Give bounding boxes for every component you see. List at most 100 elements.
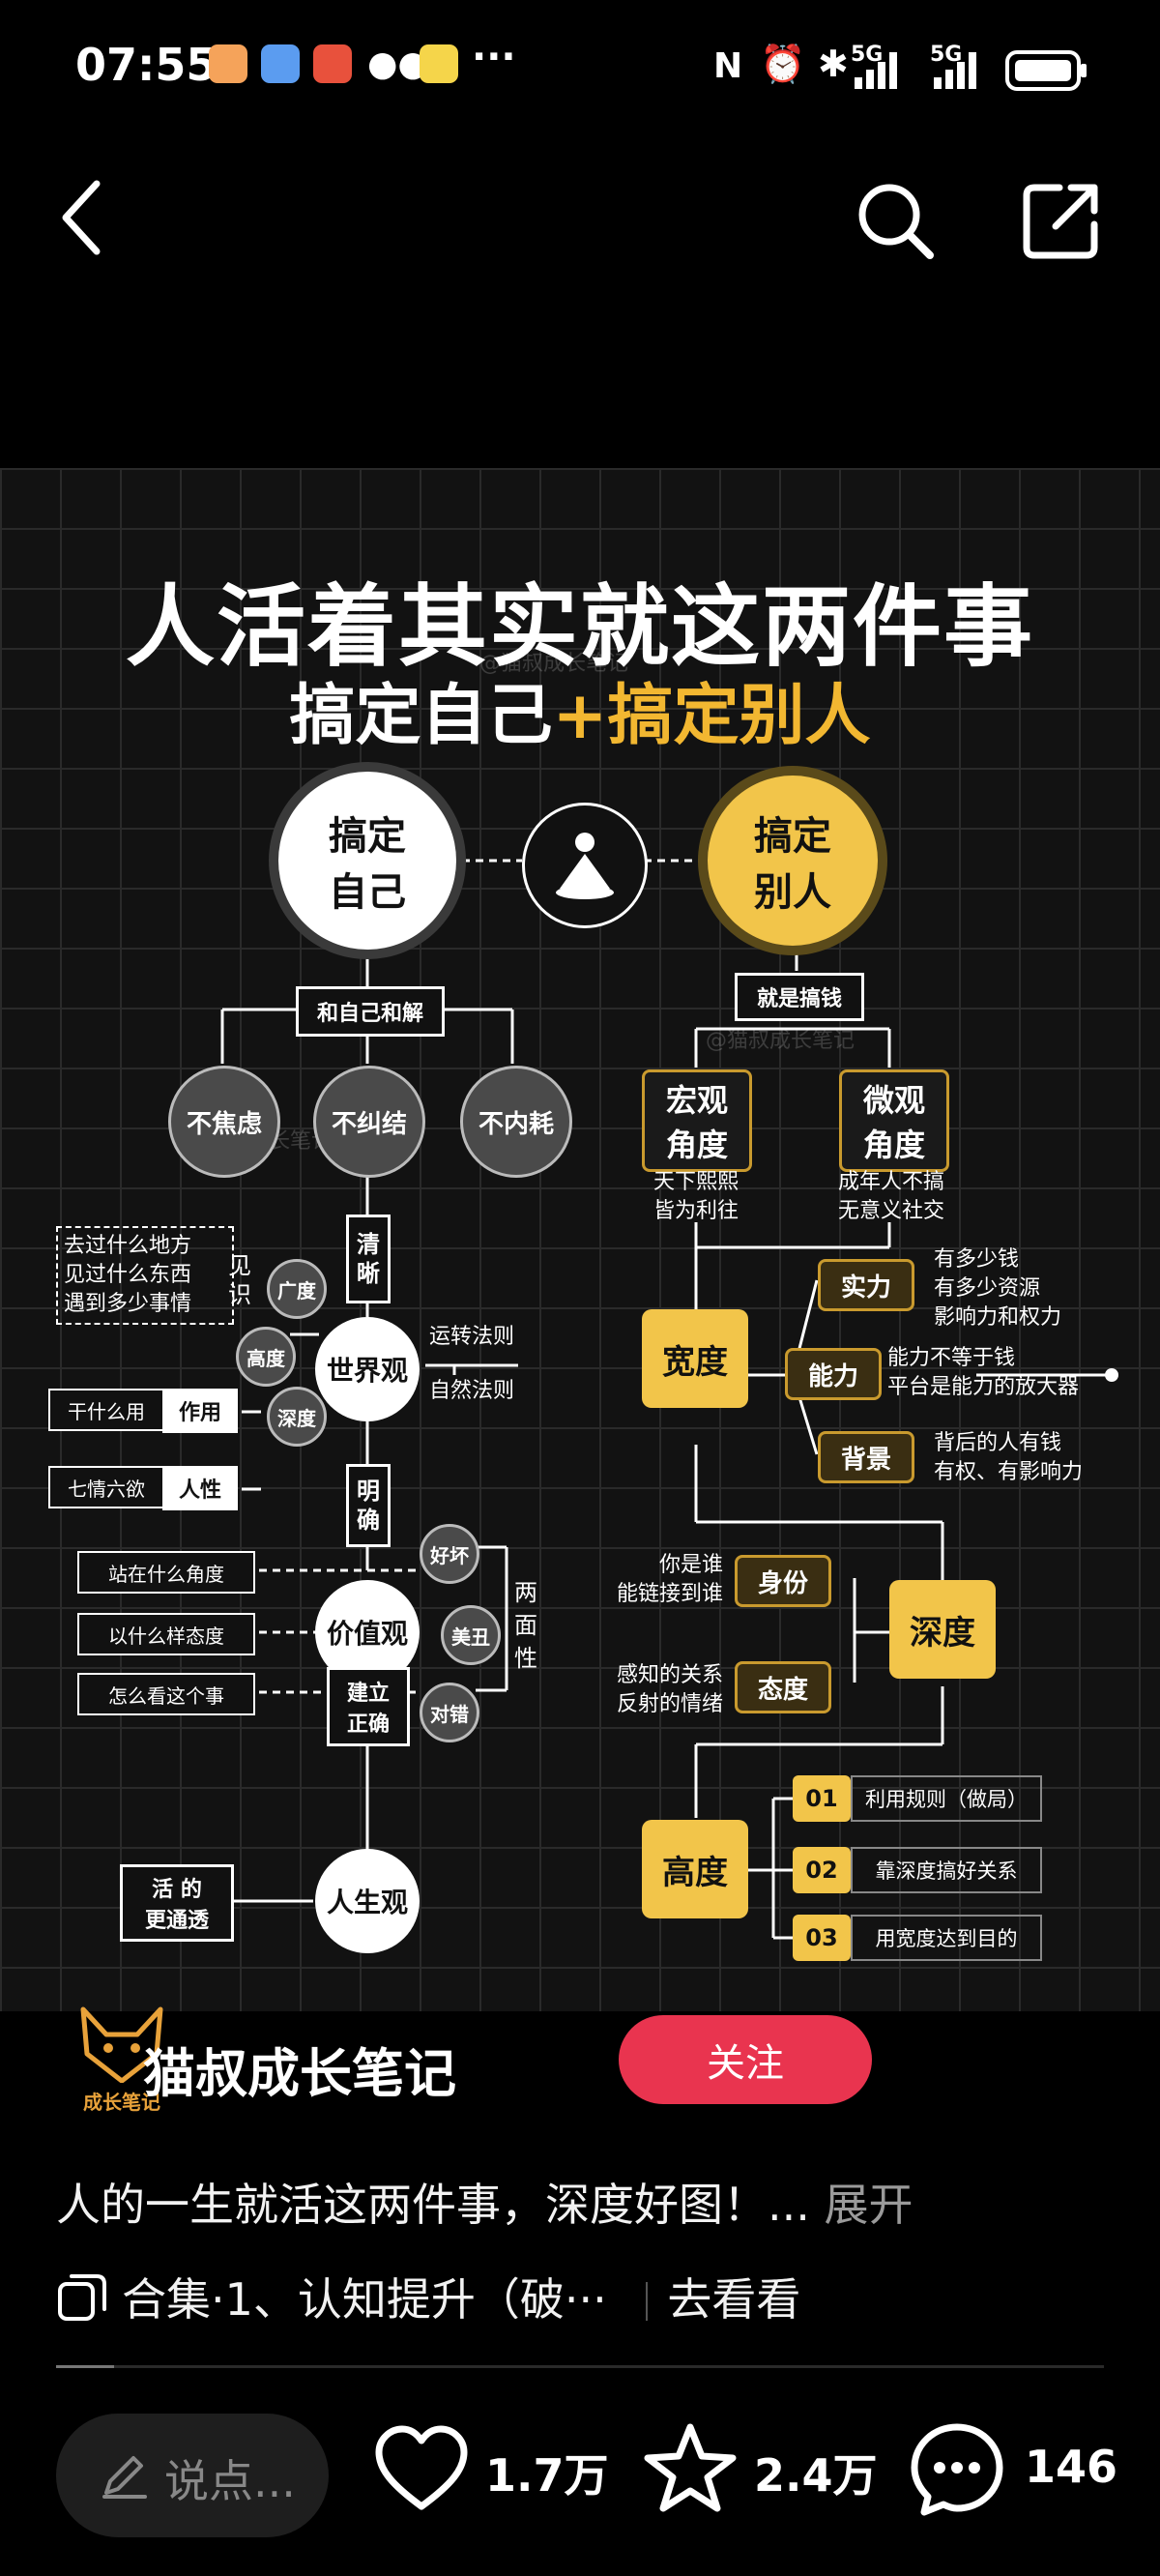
comment-count: 146 bbox=[1025, 2441, 1118, 2493]
clear-label: 清 晰 bbox=[346, 1215, 391, 1303]
strength-desc: 有多少钱 有多少资源 影响力和权力 bbox=[934, 1247, 1062, 1330]
status-bar: 07:55 ●● ··· N ⏰ ✱ 5G 5G bbox=[0, 0, 1160, 135]
node-beauty-ugly: 美丑 bbox=[441, 1605, 501, 1665]
emotions-box: 七情六欲 bbox=[48, 1466, 164, 1508]
comment-button[interactable] bbox=[909, 2421, 1005, 2522]
attitude-desc: 感知的关系 反射的情绪 bbox=[616, 1663, 723, 1716]
collection-text: 合集·1、认知提升（破··· bbox=[122, 2273, 607, 2326]
wechat-icon: ●● bbox=[367, 44, 428, 84]
comment-placeholder: 说点... bbox=[164, 2455, 296, 2507]
share-button[interactable] bbox=[1021, 180, 1102, 261]
heart-icon bbox=[375, 2425, 468, 2510]
favorite-count: 2.4万 bbox=[754, 2449, 878, 2502]
human-nature-box: 人性 bbox=[162, 1466, 238, 1510]
reconcile-box: 和自己和解 bbox=[296, 986, 445, 1037]
identity-desc: 你是谁 能链接到谁 bbox=[616, 1553, 723, 1606]
collection-row[interactable]: 合集·1、认知提升（破··· 去看看 bbox=[56, 2265, 800, 2328]
network-label-1: 5G bbox=[851, 43, 884, 67]
go-see-link[interactable]: 去看看 bbox=[667, 2273, 801, 2326]
comment-input[interactable]: 说点... bbox=[56, 2414, 329, 2537]
collection-icon bbox=[58, 2274, 106, 2321]
favorite-button[interactable] bbox=[642, 2421, 739, 2518]
logo-caption: 成长笔记 bbox=[83, 2091, 160, 2114]
cat-logo-icon bbox=[80, 2006, 163, 2084]
natural-rule-label: 自然法则 bbox=[429, 1379, 515, 1403]
post-description[interactable]: 人的一生就活这两件事，深度好图！... 展开 bbox=[56, 2170, 914, 2234]
scroll-indicator bbox=[56, 2365, 114, 2368]
worldview-circle: 世界观 bbox=[315, 1317, 420, 1421]
macro-desc: 天下熙熙 皆为利往 bbox=[652, 1170, 739, 1223]
view-box: 怎么看这个事 bbox=[77, 1673, 255, 1715]
height-item-1-num: 01 bbox=[793, 1775, 851, 1822]
operation-rule-label: 运转法则 bbox=[429, 1325, 515, 1349]
browser-notification-icon bbox=[261, 44, 300, 83]
more-notifications-icon: ··· bbox=[472, 35, 516, 79]
author-avatar[interactable]: 成长笔记 bbox=[72, 2005, 172, 2114]
clarify-label: 明 确 bbox=[346, 1464, 391, 1547]
height-item-1-text: 利用规则（做局） bbox=[851, 1775, 1042, 1822]
node-right-wrong: 对错 bbox=[420, 1683, 479, 1742]
like-button[interactable] bbox=[373, 2423, 470, 2520]
description-text: 人的一生就活这两件事，深度好图！... bbox=[56, 2179, 810, 2231]
node-no-anxiety: 不焦虑 bbox=[168, 1066, 280, 1178]
subtitle-right: 搞定别人 bbox=[607, 678, 871, 754]
signal-icon bbox=[855, 52, 897, 89]
expand-link[interactable]: 展开 bbox=[824, 2179, 914, 2231]
function-box: 作用 bbox=[162, 1389, 238, 1433]
author-name[interactable]: 猫叔成长笔记 bbox=[143, 2043, 456, 2104]
ability-desc: 能力不等于钱 平台是能力的放大器 bbox=[887, 1346, 1080, 1399]
breadth-box: 宽度 bbox=[642, 1309, 748, 1408]
two-sides-label: 两 面 性 bbox=[514, 1579, 537, 1672]
subtitle-left: 搞定自己 bbox=[289, 678, 553, 754]
establish-label: 建立 正确 bbox=[327, 1667, 410, 1746]
signal-icon-2 bbox=[934, 52, 976, 89]
grid-background bbox=[0, 468, 1160, 2011]
micro-desc: 成年人不搞 无意义社交 bbox=[837, 1170, 944, 1223]
battery-icon bbox=[1005, 50, 1087, 91]
attitude-box-left: 以什么样态度 bbox=[77, 1613, 255, 1655]
bluetooth-icon: ✱ bbox=[818, 43, 849, 85]
node-depth-left: 深度 bbox=[267, 1387, 327, 1447]
micro-box: 微观 角度 bbox=[839, 1069, 949, 1172]
like-count: 1.7万 bbox=[485, 2449, 609, 2502]
height-item-1: 01 利用规则（做局） bbox=[793, 1775, 1042, 1822]
network-label-2: 5G bbox=[930, 43, 963, 67]
follow-button[interactable]: 关注 bbox=[619, 2015, 872, 2104]
divider bbox=[646, 2282, 649, 2321]
post-image[interactable]: 人活着其实就这两件事 搞定自己+搞定别人 bbox=[0, 468, 1160, 2011]
attitude-box-right: 态度 bbox=[735, 1661, 831, 1713]
height-item-3-text: 用宽度达到目的 bbox=[851, 1915, 1042, 1961]
watermark: @猫叔成长笔记 bbox=[479, 652, 629, 676]
height-box: 高度 bbox=[642, 1820, 748, 1918]
height-item-3-num: 03 bbox=[793, 1915, 851, 1961]
meditation-icon bbox=[556, 833, 614, 899]
weibo-notification-icon bbox=[313, 44, 352, 83]
nfc-icon: N bbox=[713, 46, 743, 86]
identity-box: 身份 bbox=[735, 1555, 831, 1607]
poster-title: 人活着其实就这两件事 bbox=[125, 575, 1034, 679]
strength-box: 实力 bbox=[818, 1259, 914, 1311]
lifeview-circle: 人生观 bbox=[315, 1849, 420, 1953]
height-item-2-num: 02 bbox=[793, 1847, 851, 1893]
background-box: 背景 bbox=[818, 1431, 914, 1483]
experience-box: 去过什么地方 见过什么东西 遇到多少事情 bbox=[56, 1226, 234, 1325]
background-desc: 背后的人有钱 有权、有影响力 bbox=[934, 1431, 1084, 1484]
subtitle-plus: + bbox=[552, 678, 608, 754]
chevron-left-icon bbox=[62, 180, 101, 255]
comment-bubble-icon bbox=[911, 2423, 1003, 2516]
back-button[interactable] bbox=[58, 174, 106, 261]
app-notification-icon bbox=[209, 44, 247, 83]
alarm-icon: ⏰ bbox=[760, 43, 806, 85]
height-item-2: 02 靠深度搞好关系 bbox=[793, 1847, 1042, 1893]
depth-box: 深度 bbox=[889, 1580, 996, 1679]
scroll-track bbox=[114, 2365, 1104, 2368]
purpose-box: 干什么用 bbox=[48, 1389, 164, 1431]
height-item-3: 03 用宽度达到目的 bbox=[793, 1915, 1042, 1961]
node-no-drain: 不内耗 bbox=[460, 1066, 572, 1178]
node-breadth-left: 广度 bbox=[267, 1259, 327, 1319]
node-good-bad: 好坏 bbox=[420, 1524, 479, 1584]
share-icon bbox=[1023, 184, 1098, 259]
root-self-circle: 搞定 自己 bbox=[278, 772, 456, 950]
search-button[interactable] bbox=[855, 180, 936, 261]
node-no-tangle: 不纠结 bbox=[313, 1066, 425, 1178]
